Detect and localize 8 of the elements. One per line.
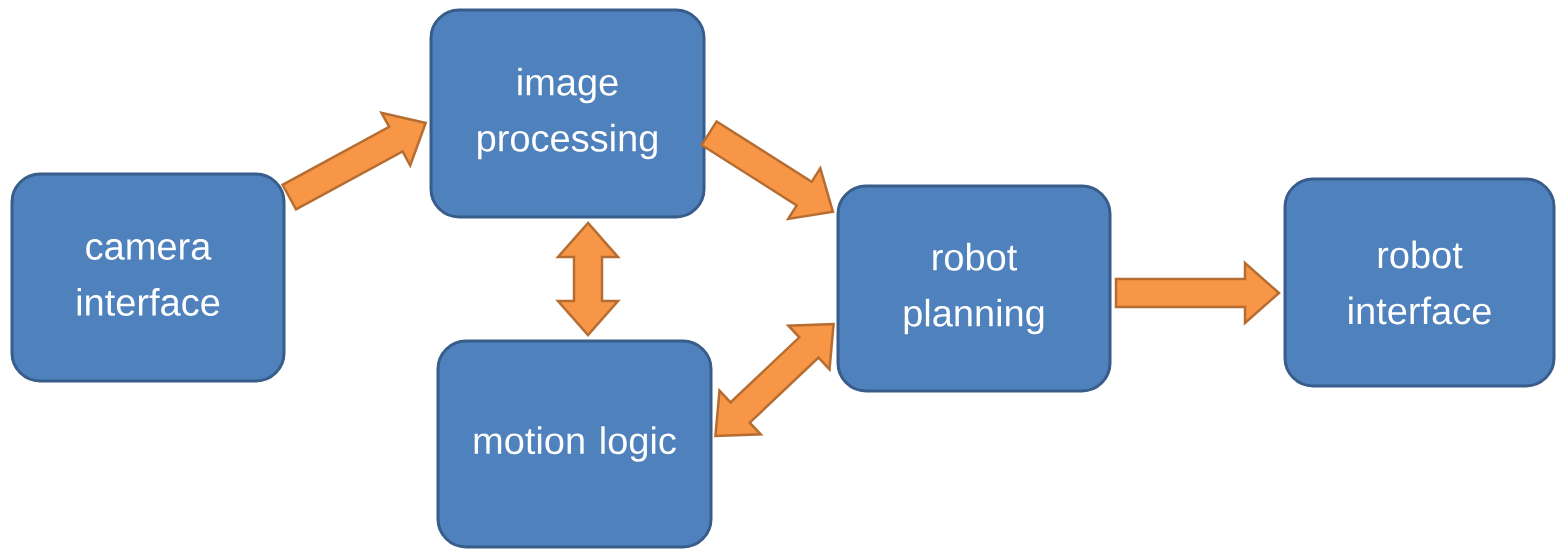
process-box: motion logic [436, 339, 713, 549]
block-arrow [555, 221, 621, 337]
block-arrow [714, 322, 835, 438]
process-box: robot planning [836, 184, 1112, 393]
process-box: image processing [429, 8, 706, 219]
process-box: robot interface [1283, 177, 1556, 388]
process-box: camera interface [10, 172, 286, 383]
block-arrow [1114, 260, 1281, 326]
